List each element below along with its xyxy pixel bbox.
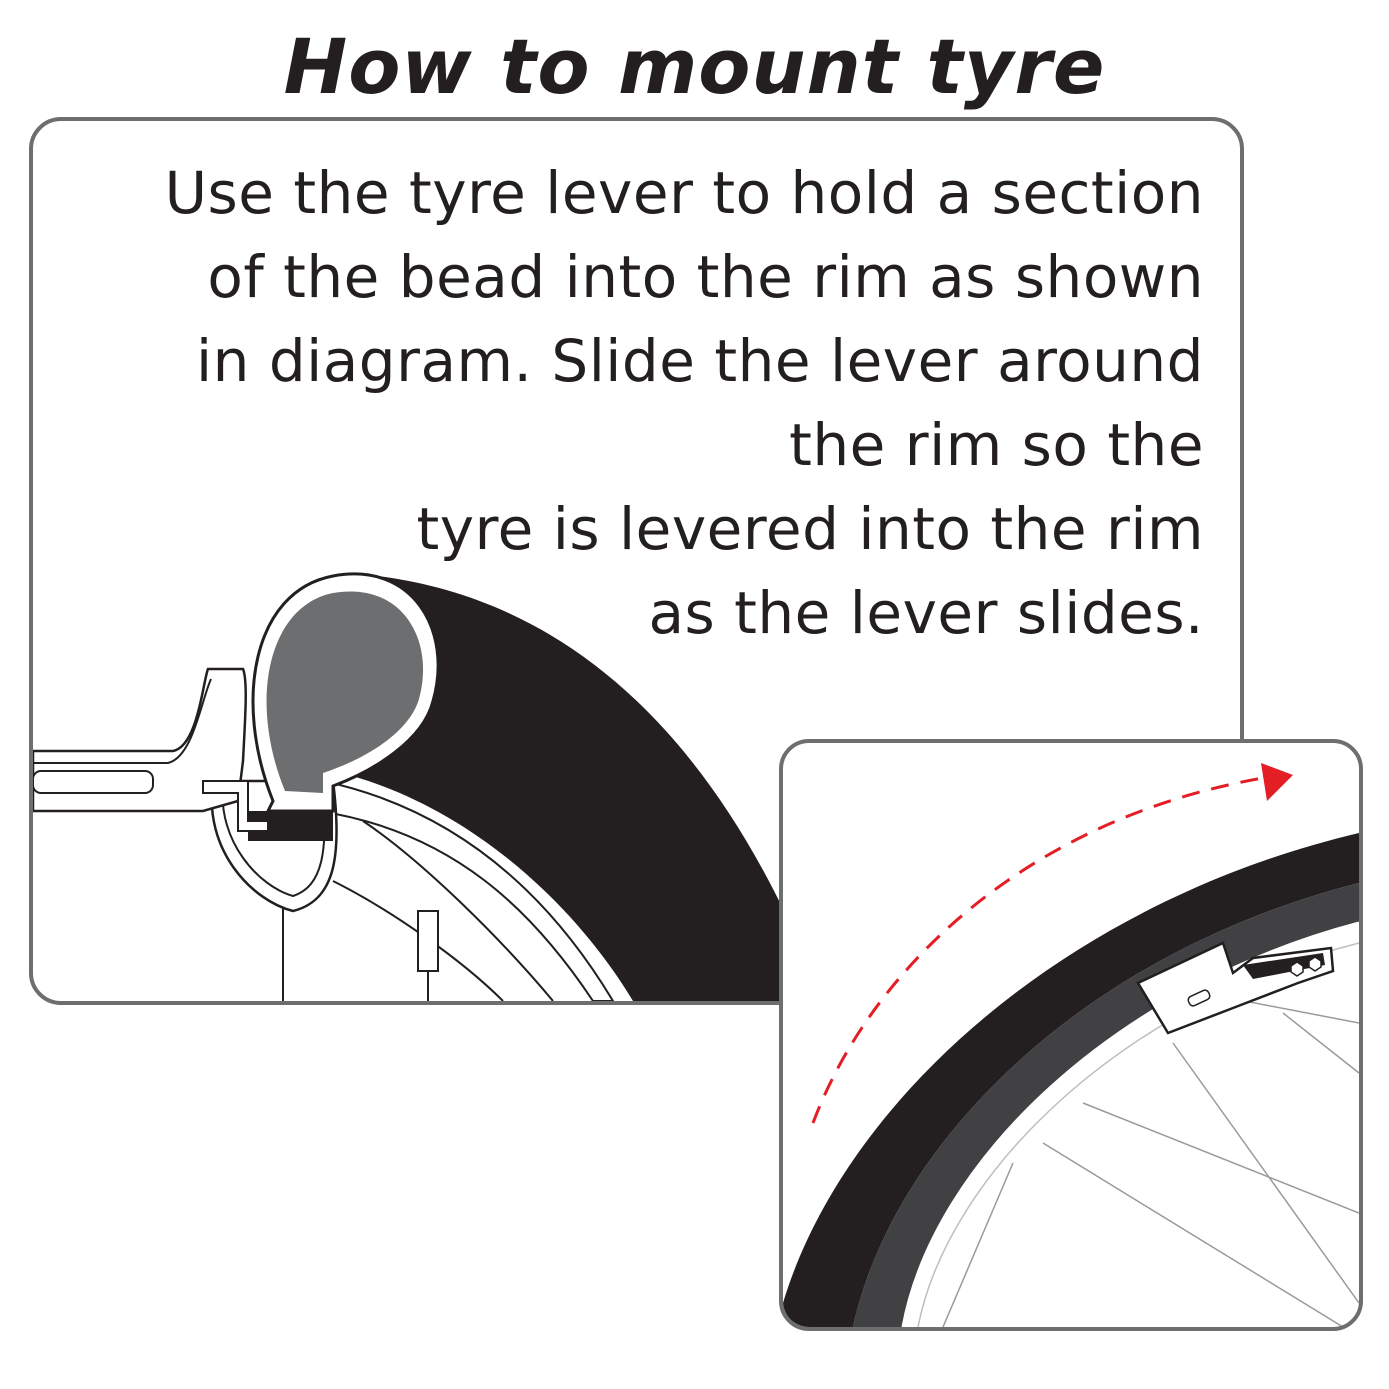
- wheel-closeup-panel: [779, 739, 1363, 1331]
- instruction-line: of the bead into the rim as shown: [207, 243, 1204, 311]
- inner-tube: [266, 591, 424, 793]
- wheel-with-tyre-lever-illustration: [783, 763, 1359, 1327]
- tyre-arc: [333, 576, 823, 1001]
- instruction-text: Use the tyre lever to hold a section of …: [44, 151, 1204, 655]
- instruction-line: the rim so the: [789, 411, 1204, 479]
- instruction-line: tyre is levered into the rim: [416, 495, 1204, 563]
- instruction-line: as the lever slides.: [648, 579, 1204, 647]
- tyre-cross-section-illustration: [33, 572, 823, 1001]
- tyre-arc: [783, 833, 1359, 1327]
- page-title: How to mount tyre: [283, 22, 1106, 111]
- dashed-arrow-icon: [811, 763, 1293, 1124]
- instruction-line: Use the tyre lever to hold a section: [164, 159, 1204, 227]
- cross-section-panel: Use the tyre lever to hold a section of …: [29, 117, 1244, 1005]
- instruction-line: in diagram. Slide the lever around: [196, 327, 1204, 395]
